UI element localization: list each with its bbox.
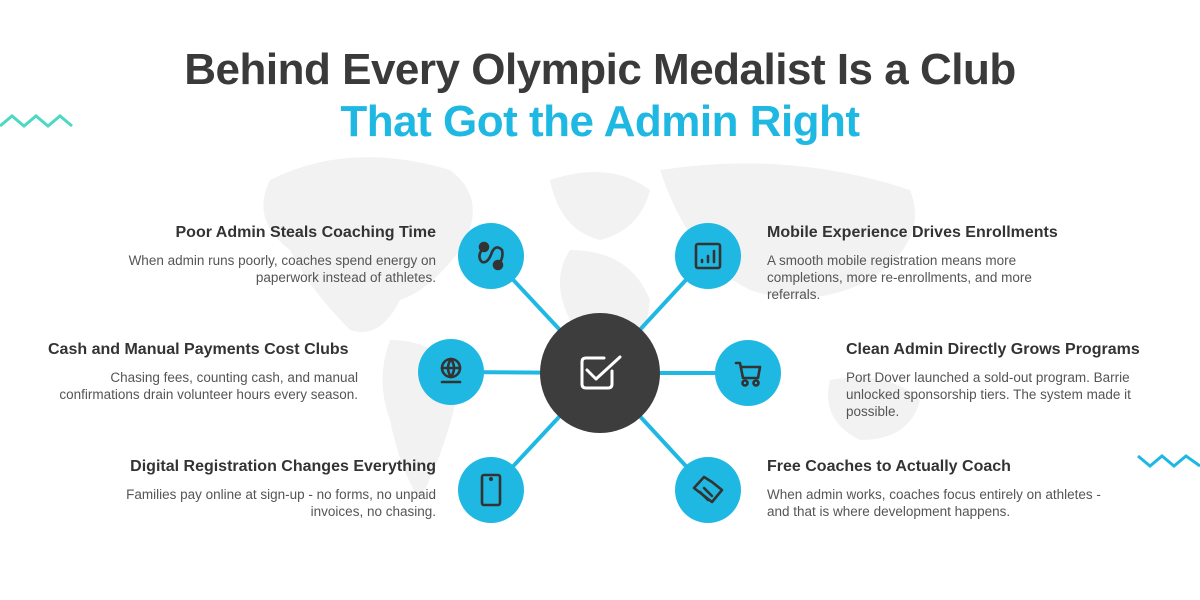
item-text: A smooth mobile registration means more … [767, 253, 1032, 302]
smartphone-icon [480, 473, 502, 507]
item-text: Port Dover launched a sold-out program. … [846, 370, 1131, 419]
item-title: Digital Registration Changes Everything [130, 458, 436, 475]
item-text: When admin works, coaches focus entirely… [767, 487, 1101, 519]
node-circle [458, 457, 524, 523]
item-poor-admin: Poor Admin Steals Coaching Time When adm… [96, 224, 436, 286]
item-text: Families pay online at sign-up - no form… [126, 487, 436, 519]
world-map-background [263, 157, 920, 500]
center-hub [540, 313, 660, 433]
item-title: Clean Admin Directly Grows Programs [846, 341, 1140, 358]
checkbox-check-icon [580, 355, 622, 390]
cart-icon [734, 361, 762, 387]
page-title: Behind Every Olympic Medalist Is a Club … [0, 44, 1200, 148]
item-free-coaches: Free Coaches to Actually Coach When admi… [767, 458, 1107, 520]
item-mobile-experience: Mobile Experience Drives Enrollments A s… [767, 224, 1077, 303]
title-line-2: That Got the Admin Right [340, 97, 860, 146]
item-title: Free Coaches to Actually Coach [767, 458, 1011, 475]
title-line-1: Behind Every Olympic Medalist Is a Club [184, 45, 1016, 94]
node-circle [715, 340, 781, 406]
wave-left [0, 114, 73, 128]
item-title: Mobile Experience Drives Enrollments [767, 224, 1058, 241]
wave-right [1137, 454, 1200, 468]
item-cash-payments: Cash and Manual Payments Cost Clubs Chas… [48, 341, 358, 403]
node-circle [675, 457, 741, 523]
item-clean-admin: Clean Admin Directly Grows Programs Port… [846, 341, 1166, 420]
handshake-icon [692, 475, 724, 504]
item-digital-registration: Digital Registration Changes Everything … [96, 458, 436, 520]
globe-icon [440, 357, 462, 384]
route-icon [478, 241, 504, 271]
item-title: Poor Admin Steals Coaching Time [175, 224, 437, 241]
item-text: Chasing fees, counting cash, and manual … [59, 370, 358, 402]
chart-icon [694, 242, 722, 270]
item-title: Cash and Manual Payments Cost Clubs [48, 341, 349, 358]
node-circle [418, 339, 484, 405]
item-text: When admin runs poorly, coaches spend en… [128, 253, 436, 285]
